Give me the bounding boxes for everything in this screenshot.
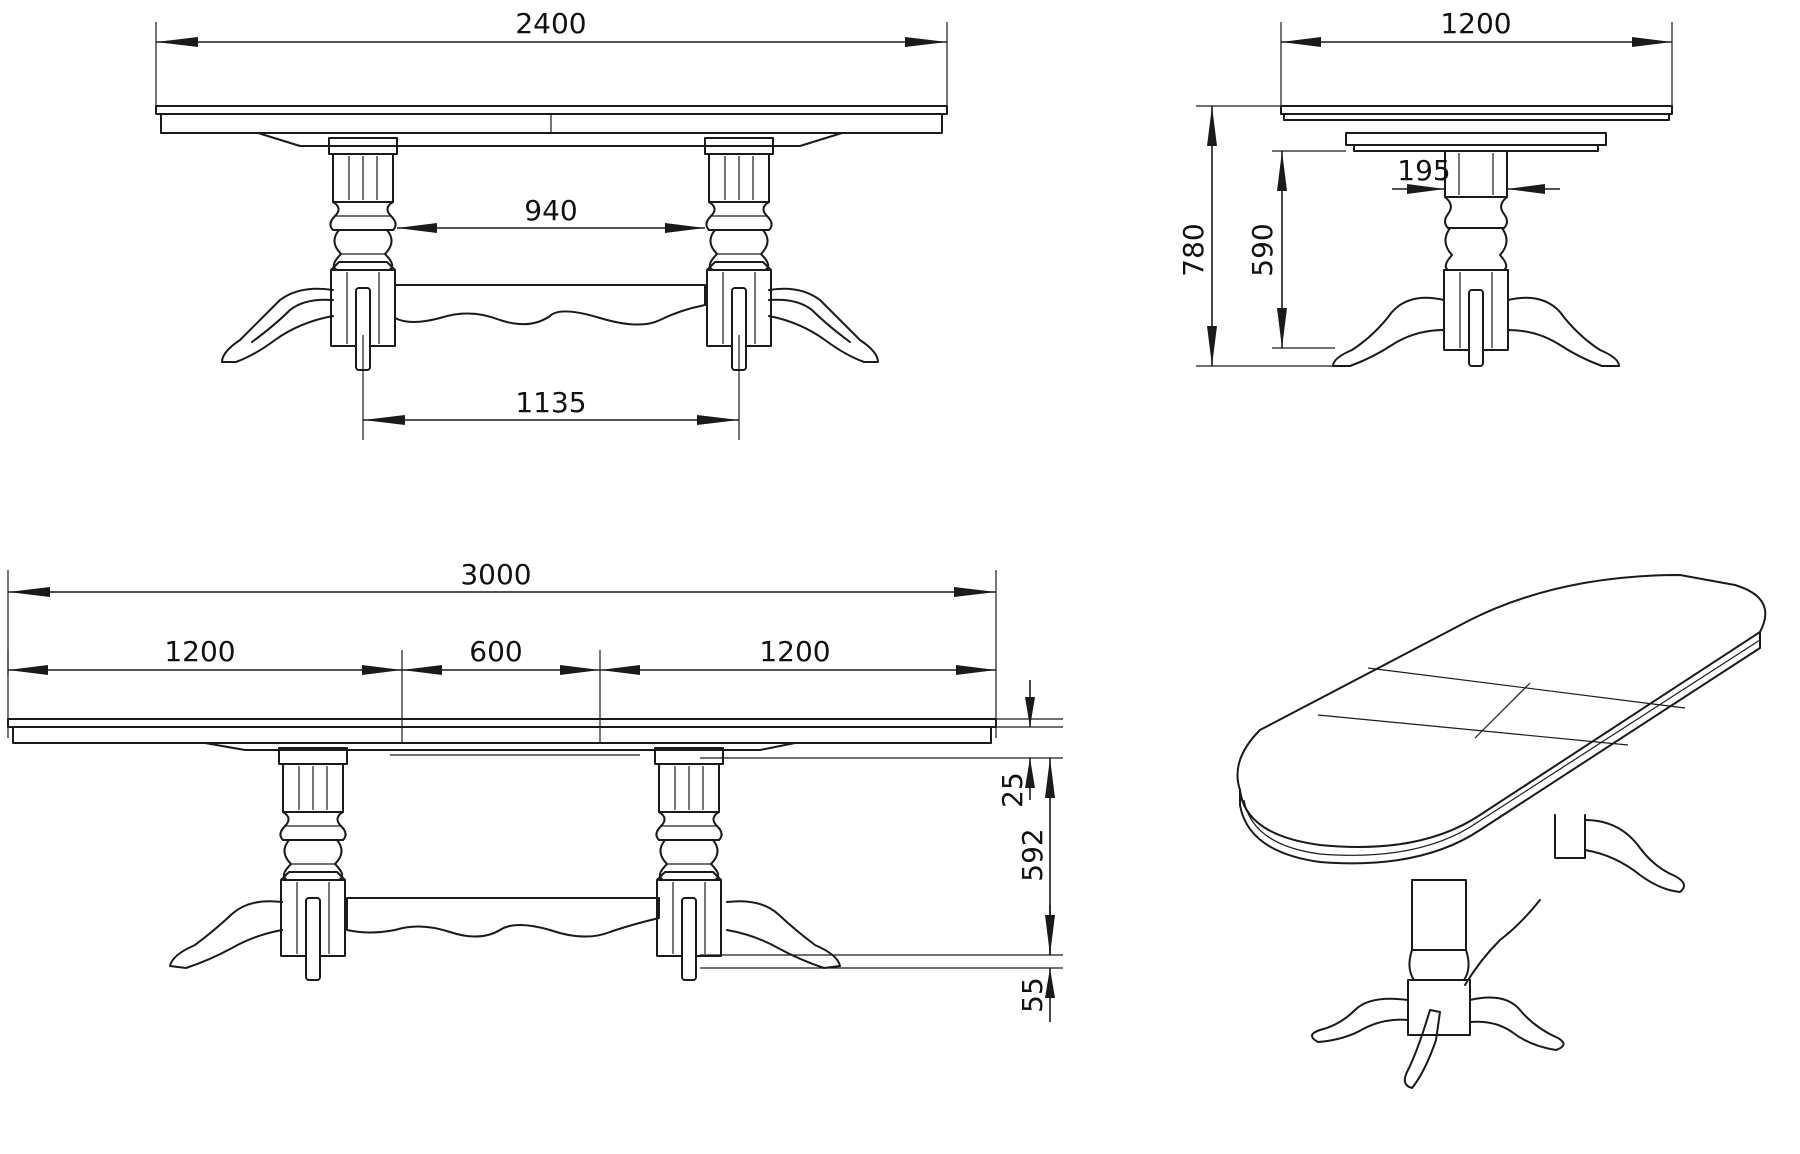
dimension-lines xyxy=(8,37,1672,1022)
dim-extended-clearance-height: 592 xyxy=(1016,828,1049,881)
dim-extended-insert-leaf: 600 xyxy=(469,635,522,668)
dim-extended-foot-height: 55 xyxy=(1016,977,1049,1013)
dim-side-width: 1200 xyxy=(1440,7,1511,40)
dim-side-total-height: 780 xyxy=(1177,223,1210,276)
dim-side-base-height: 590 xyxy=(1246,223,1279,276)
front-view xyxy=(155,22,948,371)
dim-front-overall-width: 2400 xyxy=(515,7,586,40)
extended-view xyxy=(7,570,1063,981)
dim-extended-left-section: 1200 xyxy=(164,635,235,668)
dim-extended-right-section: 1200 xyxy=(759,635,830,668)
dim-extended-apron-height: 25 xyxy=(996,772,1029,808)
dim-front-inner-leg-gap: 940 xyxy=(524,194,577,227)
dim-front-leg-axis-distance: 1135 xyxy=(515,386,586,419)
dimension-labels: 2400 940 1135 1200 195 780 590 3000 1200… xyxy=(164,7,1511,1013)
isometric-view xyxy=(1236,574,1767,1089)
dim-extended-overall-width: 3000 xyxy=(460,558,531,591)
dim-side-column-width: 195 xyxy=(1397,154,1450,187)
side-view xyxy=(1280,22,1673,367)
